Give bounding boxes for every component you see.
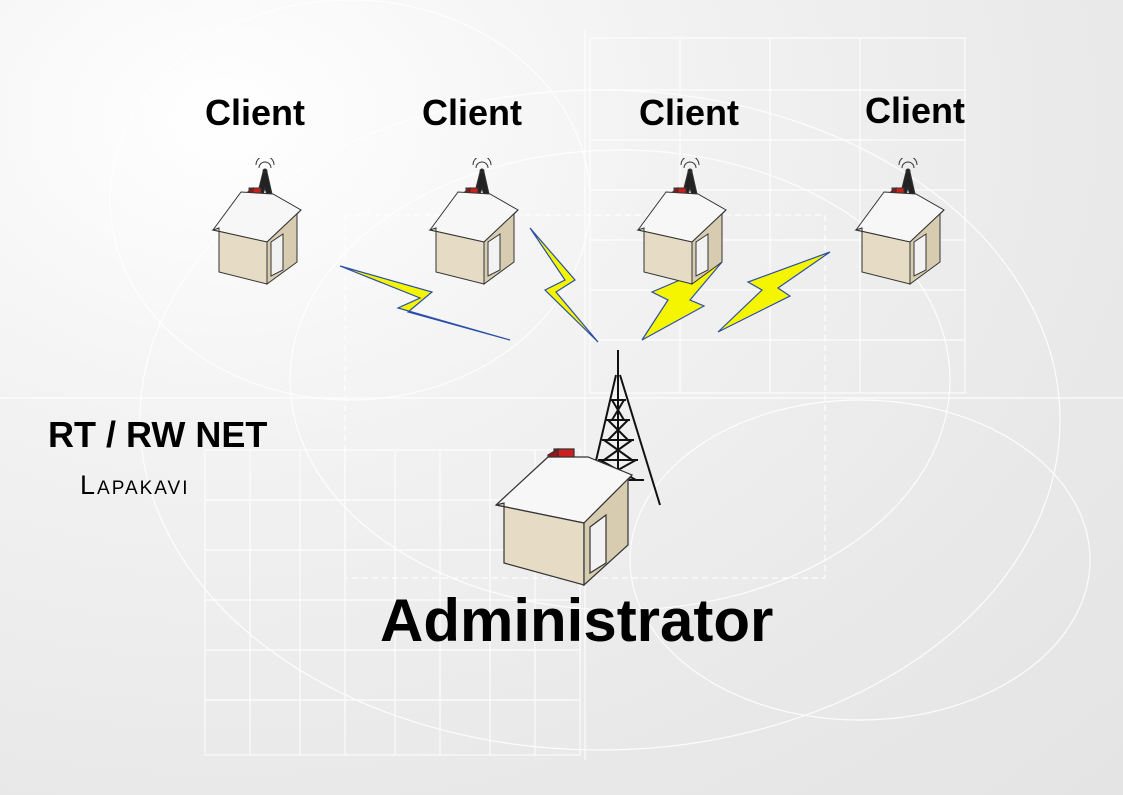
client-label-2: Client: [422, 92, 523, 133]
lightning-bolt-icon: [641, 261, 723, 341]
lightning-bolt-icon: [339, 265, 511, 341]
network-title: RT / RW NET: [48, 414, 268, 455]
house-with-tower-icon: [494, 350, 661, 587]
house-with-antenna-icon: [428, 158, 519, 285]
network-subtitle: Lapakavi: [80, 470, 190, 500]
house-with-antenna-icon: [211, 158, 302, 285]
house-with-antenna-icon: [854, 158, 945, 285]
client-label-1: Client: [205, 92, 306, 133]
lightning-bolt-icon: [717, 251, 831, 333]
lightning-bolt-icon: [529, 227, 599, 343]
house-with-antenna-icon: [636, 158, 727, 285]
client-label-4: Client: [865, 90, 966, 131]
administrator-label: Administrator: [380, 587, 774, 654]
client-label-3: Client: [639, 92, 740, 133]
